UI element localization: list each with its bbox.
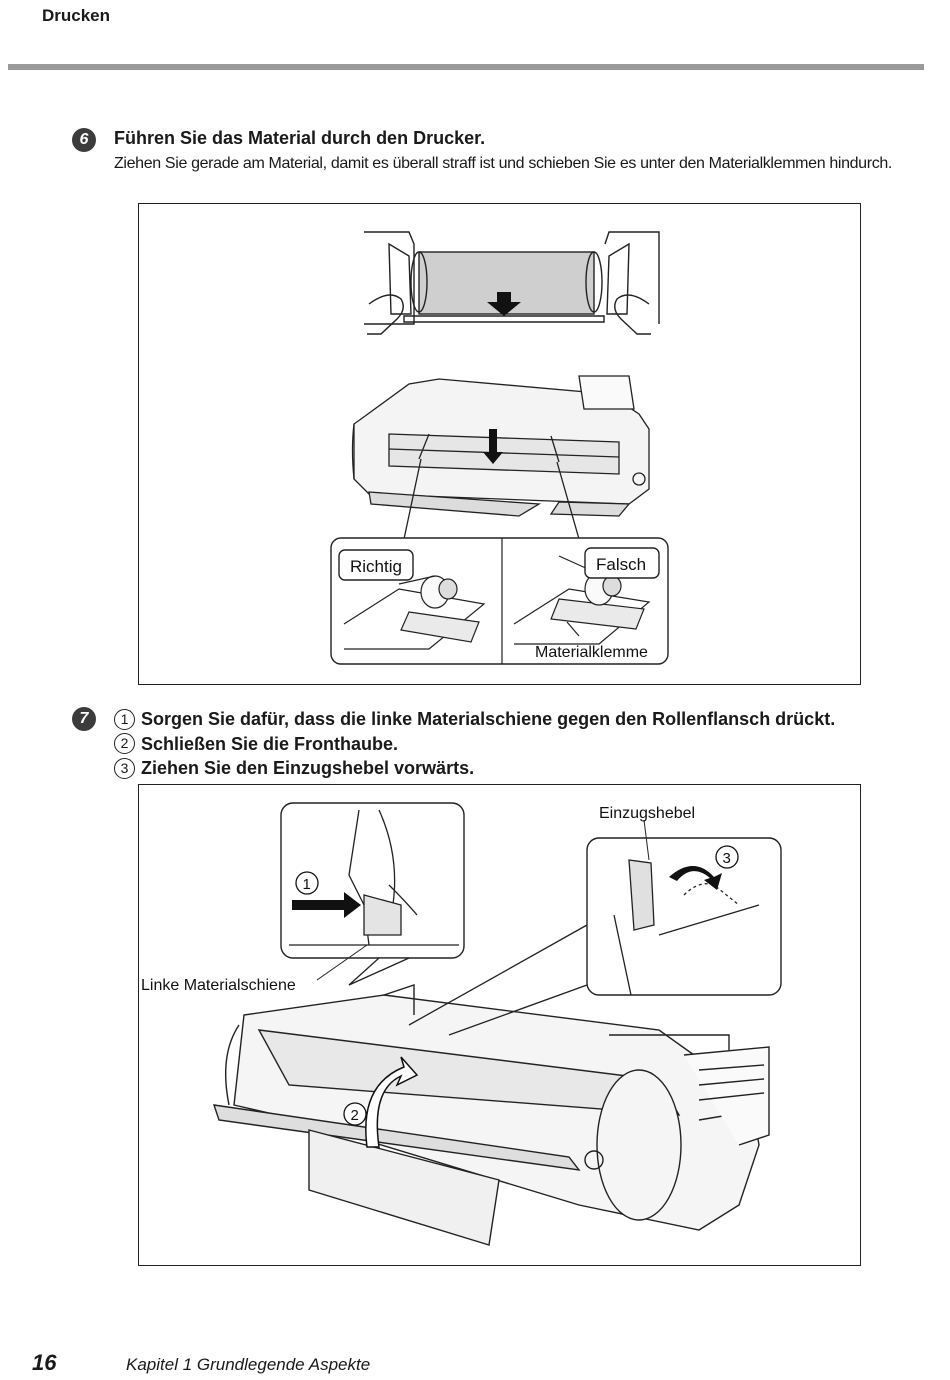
label-box-correct xyxy=(338,549,414,581)
header-rule xyxy=(8,64,924,70)
substep-text: Schließen Sie die Fronthaube. xyxy=(141,733,399,754)
substep-number: 2 xyxy=(114,733,135,755)
callout-3: 3 xyxy=(723,850,731,867)
figure-close-cover: 1 Linke Materialschiene 3 Einzugshebel 2 xyxy=(138,784,861,1266)
substep-text: Ziehen Sie den Einzugshebel vorwärts. xyxy=(141,758,475,778)
substep-item: 1 Sorgen Sie dafür, dass die linke Mater… xyxy=(114,707,835,732)
footer-chapter-title: Kapitel 1 Grundlegende Aspekte xyxy=(126,1355,371,1374)
substep-item: 2 Schließen Sie die Fronthaube. xyxy=(114,732,835,757)
running-header: Drucken xyxy=(42,6,111,25)
detail-rail-box xyxy=(280,802,465,959)
substep-number: 1 xyxy=(114,708,135,730)
label-box-wrong xyxy=(584,547,660,579)
step-number-badge: 6 xyxy=(72,128,96,152)
step-substeps: 1 Sorgen Sie dafür, dass die linke Mater… xyxy=(114,707,835,781)
substep-item: 3 Ziehen Sie den Einzugshebel vorwärts. xyxy=(114,756,835,781)
step-description: Ziehen Sie gerade am Material, damit es … xyxy=(114,155,893,172)
step-number-badge: 7 xyxy=(72,707,96,731)
substep-number: 3 xyxy=(114,757,135,779)
callout-2: 2 xyxy=(351,1107,359,1124)
detail-lever-box xyxy=(586,837,782,996)
figure-load-material: Richtig Falsch Materialklemme xyxy=(138,203,861,685)
label-left-rail: Linke Materialschiene xyxy=(141,977,296,994)
label-feed-lever: Einzugshebel xyxy=(599,805,695,822)
figure-close-cover-drawing: 1 Linke Materialschiene 3 Einzugshebel 2 xyxy=(141,802,782,1246)
figure-load-material-drawing: Richtig Falsch Materialklemme xyxy=(330,231,669,665)
label-wrong: Falsch xyxy=(596,555,646,574)
substep-text: Sorgen Sie dafür, dass die linke Materia… xyxy=(141,709,836,729)
page-number: 16 xyxy=(32,1350,57,1375)
label-correct: Richtig xyxy=(350,557,402,576)
label-material-clamp: Materialklemme xyxy=(535,644,648,661)
callout-1: 1 xyxy=(303,876,311,893)
step-title: Führen Sie das Material durch den Drucke… xyxy=(114,128,486,148)
